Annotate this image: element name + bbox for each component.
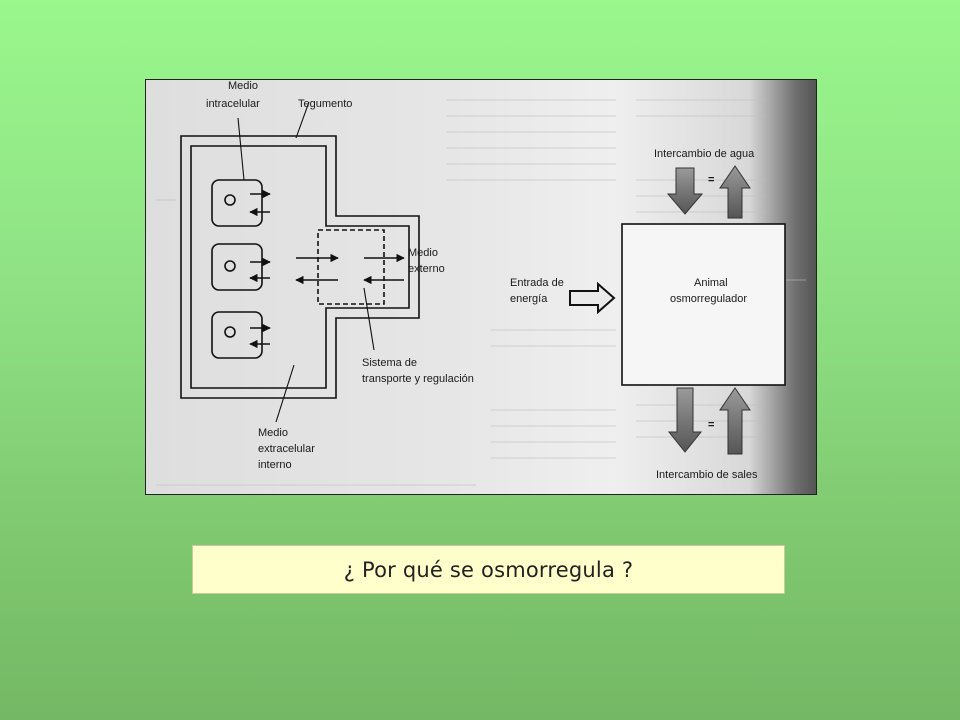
water-out-arrow-icon bbox=[666, 167, 704, 215]
water-in-arrow-icon bbox=[719, 165, 751, 219]
label-medio-intracelular-1: Medio bbox=[228, 80, 258, 92]
label-medio-extracelular-1: Medio bbox=[258, 427, 288, 439]
animal-box bbox=[621, 223, 786, 386]
label-sistema-2: transporte y regulación bbox=[362, 373, 474, 385]
label-intercambio-agua: Intercambio de agua bbox=[654, 148, 755, 160]
slide-title: ¿ Por qué se osmorregula ? bbox=[343, 557, 634, 582]
label-sistema-1: Sistema de bbox=[362, 357, 417, 369]
label-medio-externo-1: Medio bbox=[408, 247, 438, 259]
leader-lines bbox=[237, 101, 375, 423]
label-medio-intracelular-2: intracelular bbox=[206, 98, 260, 110]
label-animal-1: Animal bbox=[694, 277, 728, 289]
label-medio-externo-2: externo bbox=[408, 263, 445, 275]
scan-texture bbox=[156, 99, 806, 486]
salts-in-arrow-icon bbox=[719, 387, 751, 455]
label-medio-extracelular-2: extracelular bbox=[258, 443, 315, 455]
scanned-figure: Medio intracelular Tegumento Medio exter… bbox=[145, 79, 817, 495]
cell-arrows bbox=[249, 189, 405, 349]
energy-arrow-icon bbox=[569, 281, 616, 315]
label-tegumento: Tegumento bbox=[298, 98, 352, 110]
label-animal-2: osmorregulador bbox=[670, 293, 747, 305]
label-intercambio-sales: Intercambio de sales bbox=[656, 469, 758, 481]
label-entrada-1: Entrada de bbox=[510, 277, 564, 289]
equals-bottom: = bbox=[708, 419, 714, 431]
figure-svg: Medio intracelular Tegumento Medio exter… bbox=[156, 80, 806, 486]
title-box: ¿ Por qué se osmorregula ? bbox=[192, 545, 785, 594]
label-entrada-2: energía bbox=[510, 293, 548, 305]
equals-top: = bbox=[708, 174, 714, 186]
salts-out-arrow-icon bbox=[667, 387, 703, 453]
label-medio-extracelular-3: interno bbox=[258, 459, 292, 471]
organism-diagram bbox=[180, 135, 420, 399]
